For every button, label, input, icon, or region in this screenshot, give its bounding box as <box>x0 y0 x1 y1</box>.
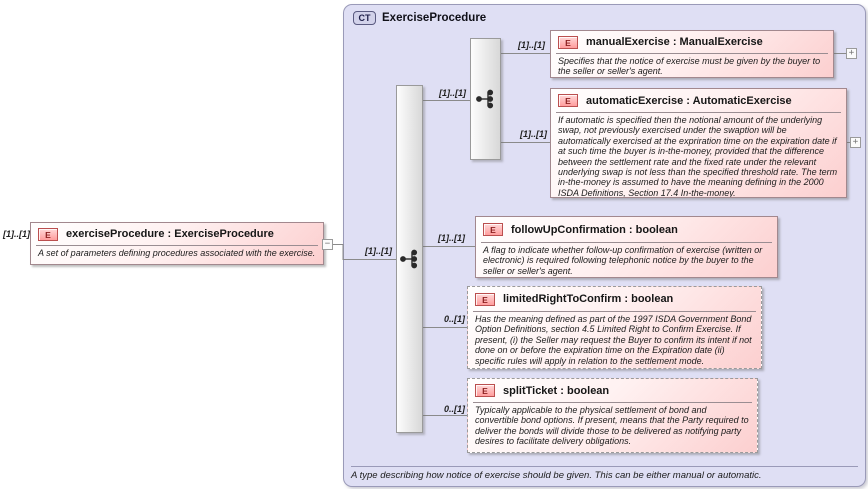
expand-button-automaticExercise[interactable]: + <box>850 137 861 148</box>
cardinality-label-manualExercise: [1]..[1] <box>518 40 545 50</box>
element-title: limitedRightToConfirm : boolean <box>503 293 674 305</box>
element-icon: E <box>558 94 578 107</box>
sequence-compositor[interactable] <box>396 85 423 433</box>
element-title: followUpConfirmation : boolean <box>511 223 678 236</box>
element-title-row: E exerciseProcedure : ExerciseProcedure <box>31 223 323 245</box>
choice-compositor[interactable] <box>470 38 501 160</box>
element-title-row: E automaticExercise : AutomaticExercise <box>551 89 846 112</box>
choice-icon <box>476 89 494 109</box>
complex-type-annotation: A type describing how notice of exercise… <box>351 466 858 481</box>
complex-type-header[interactable]: CT ExerciseProcedure <box>353 10 486 26</box>
element-title: automaticExercise : AutomaticExercise <box>586 94 792 107</box>
element-icon: E <box>38 227 58 241</box>
element-annotation: If automatic is specified then the notio… <box>556 112 841 197</box>
collapse-button[interactable]: − <box>322 239 333 250</box>
cardinality-label-sequence: [1]..[1] <box>365 246 392 256</box>
complex-type-badge-icon: CT <box>353 11 376 25</box>
cardinality-label-automaticExercise: [1]..[1] <box>520 129 547 139</box>
sequence-icon <box>400 249 418 269</box>
cardinality-label-choice: [1]..[1] <box>439 88 466 98</box>
element-manualExercise[interactable]: E manualExercise : ManualExercise Specif… <box>550 30 834 78</box>
element-title-row: E splitTicket : boolean <box>468 379 757 402</box>
element-title: exerciseProcedure : ExerciseProcedure <box>66 228 274 240</box>
element-exerciseProcedure[interactable]: E exerciseProcedure : ExerciseProcedure … <box>30 222 324 265</box>
cardinality-label-exerciseProcedure: [1]..[1] <box>3 229 30 239</box>
element-automaticExercise[interactable]: E automaticExercise : AutomaticExercise … <box>550 88 847 198</box>
expand-button-manualExercise[interactable]: + <box>846 48 857 59</box>
element-annotation: A set of parameters defining procedures … <box>36 245 318 258</box>
element-title-row: E limitedRightToConfirm : boolean <box>468 287 761 311</box>
element-annotation: Typically applicable to the physical set… <box>473 402 752 447</box>
element-annotation: Has the meaning defined as part of the 1… <box>473 311 756 366</box>
element-annotation: A flag to indicate whether follow-up con… <box>481 242 772 276</box>
element-limitedRightToConfirm[interactable]: E limitedRightToConfirm : boolean Has th… <box>467 286 762 369</box>
cardinality-label-followUpConfirmation: [1]..[1] <box>438 233 465 243</box>
element-icon: E <box>475 292 495 306</box>
complex-type-name: ExerciseProcedure <box>382 12 487 24</box>
element-splitTicket[interactable]: E splitTicket : boolean Typically applic… <box>467 378 758 453</box>
element-title-row: E manualExercise : ManualExercise <box>551 31 833 53</box>
element-title: splitTicket : boolean <box>503 384 610 397</box>
cardinality-label-limitedRightToConfirm: 0..[1] <box>443 314 465 324</box>
element-icon: E <box>483 223 503 236</box>
element-title: manualExercise : ManualExercise <box>586 36 763 48</box>
element-title-row: E followUpConfirmation : boolean <box>476 217 777 242</box>
element-icon: E <box>558 35 578 49</box>
element-followUpConfirmation[interactable]: E followUpConfirmation : boolean A flag … <box>475 216 778 278</box>
cardinality-label-splitTicket: 0..[1] <box>443 404 465 414</box>
element-icon: E <box>475 384 495 397</box>
element-annotation: Specifies that the notice of exercise mu… <box>556 53 828 77</box>
